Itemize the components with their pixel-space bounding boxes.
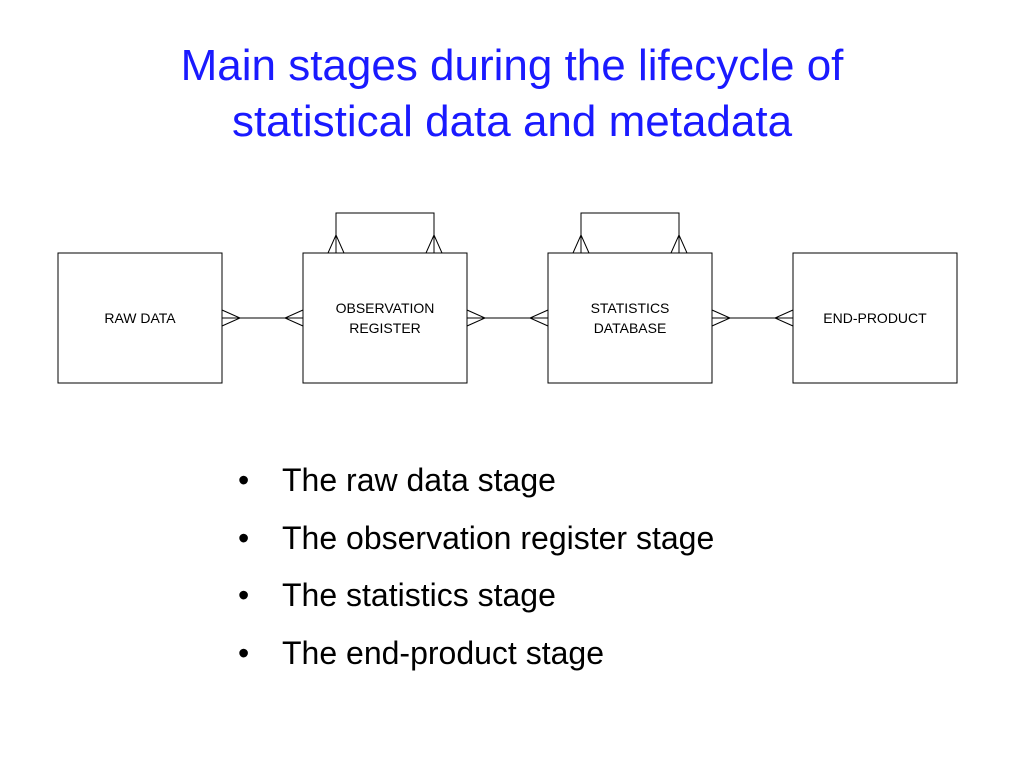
stage-label-raw-data: RAW DATA: [104, 310, 176, 326]
bullet-marker: •: [238, 634, 250, 671]
self-loop-crowfoot-observation-register-left: [327, 233, 345, 254]
stage-label-statistics-database-line-2: DATABASE: [594, 320, 667, 336]
bullet-text: The end-product stage: [282, 634, 604, 671]
bullet-text: The raw data stage: [282, 462, 556, 498]
title-line-1: Main stages during the lifecycle of: [180, 41, 844, 90]
slide-title: Main stages during the lifecycle of stat…: [0, 38, 1024, 150]
bullet-text: The statistics stage: [282, 577, 556, 613]
bullet-item: • The statistics stage: [238, 567, 714, 625]
self-loop-crowfoot-observation-register-right: [425, 233, 443, 254]
connector-statistics-database-to-end-product-crowfoot-left: [711, 309, 732, 327]
stage-box-raw-data: [57, 252, 223, 384]
connector-observation-register-to-statistics-database-crowfoot-left: [466, 309, 487, 327]
connector-observation-register-to-statistics-database-crowfoot-right: [528, 309, 549, 327]
connector-raw-data-to-observation-register-crowfoot-right: [283, 309, 304, 327]
stage-box-observation-register: [302, 252, 468, 384]
self-loop-crowfoot-statistics-database-left: [572, 233, 590, 254]
self-loop-statistics-database: [580, 212, 680, 253]
bullet-text: The observation register stage: [282, 519, 715, 556]
bullet-marker: •: [238, 519, 250, 556]
title-line-2: statistical data and metadata: [231, 97, 793, 146]
stage-label-statistics-database-line-1: STATISTICS: [591, 300, 670, 316]
stage-label-observation-register-line-1: OBSERVATION: [336, 300, 435, 316]
connector-statistics-database-to-end-product-crowfoot-right: [773, 309, 794, 327]
bullet-item: • The end-product stage: [238, 625, 714, 683]
bullet-marker: •: [238, 577, 250, 613]
stage-label-end-product: END-PRODUCT: [823, 310, 927, 326]
connector-raw-data-to-observation-register-crowfoot-left: [221, 309, 242, 327]
self-loop-crowfoot-statistics-database-right: [670, 233, 688, 254]
self-loop-observation-register: [335, 212, 435, 253]
bullet-item: • The raw data stage: [238, 452, 714, 510]
bullet-item: • The observation register stage: [238, 510, 714, 568]
stage-box-statistics-database: [547, 252, 713, 384]
stage-label-observation-register-line-2: REGISTER: [349, 320, 421, 336]
stage-bullet-list: • The raw data stage • The observation regi…: [238, 452, 714, 682]
stage-box-end-product: [792, 252, 958, 384]
bullet-marker: •: [238, 462, 250, 498]
